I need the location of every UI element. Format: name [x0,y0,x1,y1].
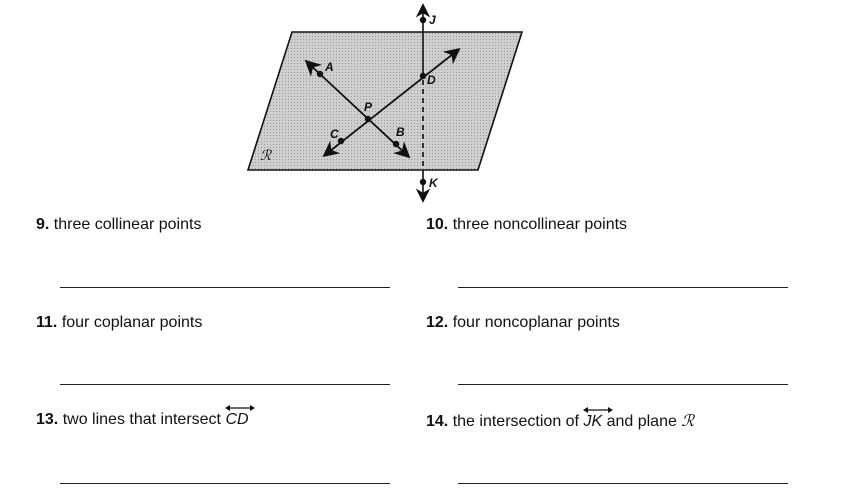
answer-line-9[interactable] [60,287,390,288]
question-text: three collinear points [53,216,202,233]
label-d: D [427,73,436,87]
answer-line-14[interactable] [458,483,788,484]
point-c [337,137,345,145]
answer-line-13[interactable] [60,483,390,484]
question-number: 10. [426,216,449,233]
label-b: B [396,125,405,139]
question-text: three noncollinear points [452,216,628,233]
question-number: 13. [36,411,59,428]
line-cd-notation: CD [225,405,256,429]
geometry-figure: ℛ A P B C D J K [246,3,524,203]
label-k: K [429,176,439,190]
label-p: P [364,100,373,114]
point-a [316,70,324,78]
point-d [419,72,427,80]
line-cd [322,47,461,158]
question-11: 11. four coplanar points [36,314,202,332]
plane-label: ℛ [260,148,272,164]
question-text-before: the intersection of [452,413,579,430]
question-number: 11. [36,314,58,331]
line-name: CD [225,411,249,428]
question-number: 9. [36,216,50,233]
question-text: four noncoplanar points [452,314,620,331]
question-number: 14. [426,413,449,430]
plane-r [246,31,524,171]
plane-symbol: ℛ [681,411,695,430]
question-12: 12. four noncoplanar points [426,314,620,332]
point-b [392,140,400,148]
line-jk-notation: JK [583,407,614,431]
answer-line-12[interactable] [458,384,788,385]
question-text: four coplanar points [61,314,203,331]
label-a: A [324,60,334,74]
question-text: two lines that intersect [62,411,221,428]
question-number: 12. [426,314,449,331]
point-j [419,16,427,24]
label-c: C [330,127,339,141]
point-k [419,178,427,186]
question-10: 10. three noncollinear points [426,216,627,234]
point-p [364,115,372,123]
question-14: 14. the intersection of JK and plane ℛ [426,407,695,431]
line-arrow-icon [583,407,614,413]
label-j: J [429,13,436,27]
answer-line-11[interactable] [60,384,390,385]
question-9: 9. three collinear points [36,216,201,234]
question-13: 13. two lines that intersect CD [36,405,256,429]
answer-line-10[interactable] [458,287,788,288]
line-name: JK [583,413,603,430]
question-text-after: and plane [606,413,677,430]
line-arrow-icon [225,405,256,411]
